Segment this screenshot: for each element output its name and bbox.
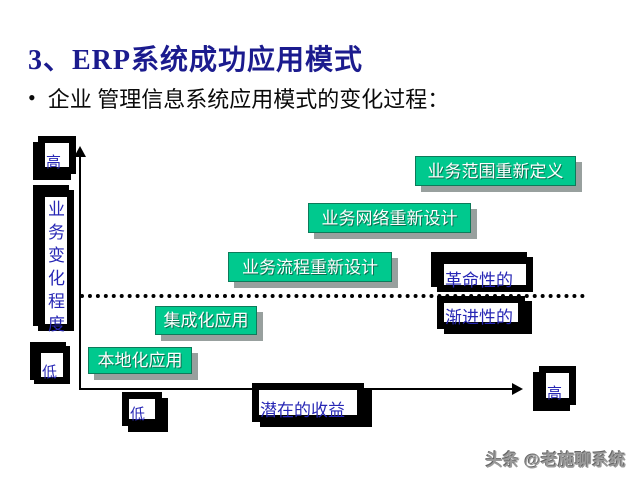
incremental-label-box: 渐进性的 [437, 296, 525, 329]
watermark: 头条 @老施聊系统 [485, 451, 626, 470]
y-axis-low-label: 低 [42, 365, 58, 381]
bullet-text: 企业 管理信息系统应用模式的变化过程： [47, 87, 450, 112]
y-axis-arrow-icon [74, 146, 86, 157]
x-axis-low-label: 低 [130, 407, 146, 423]
y-axis-high-label-box: 高 [38, 136, 76, 174]
stage-label: 集成化应用 [163, 311, 249, 330]
stage-label: 业务网络重新设计 [321, 208, 458, 228]
x-axis-title-box: 潜在的收益 [252, 383, 364, 422]
incremental-label: 渐进性的 [445, 308, 513, 327]
stage-box-scope-redefinition: 业务范围重新定义 [415, 156, 576, 186]
stage-box-localized-application: 本地化应用 [88, 347, 192, 374]
bullet-icon: • [28, 85, 36, 110]
bullet-line: • 企业 管理信息系统应用模式的变化过程： [28, 82, 449, 114]
stage-box-integrated-application: 集成化应用 [155, 306, 257, 335]
x-axis-high-label-box: 高 [539, 366, 576, 405]
x-axis-low-label-box: 低 [122, 392, 162, 426]
y-axis-low-label-box: 低 [34, 346, 70, 384]
x-axis-title: 潜在的收益 [260, 401, 345, 420]
stage-box-network-redesign: 业务网络重新设计 [308, 203, 471, 233]
stage-label: 业务范围重新定义 [427, 161, 564, 181]
y-axis-title: 业 务 变 化 程 度 [48, 200, 65, 334]
x-axis-high-label: 高 [547, 386, 563, 402]
y-axis-line [79, 156, 81, 389]
y-axis-high-label: 高 [46, 155, 62, 171]
x-axis-arrow-icon [512, 383, 523, 395]
stage-label: 业务流程重新设计 [242, 257, 378, 277]
threshold-dotted-line [80, 294, 585, 298]
y-axis-title-box: 业 务 变 化 程 度 [38, 190, 74, 334]
revolutionary-label-box: 革命性的 [437, 257, 533, 292]
stage-label: 本地化应用 [97, 351, 183, 370]
slide-title: 3、ERP系统成功应用模式 [28, 45, 364, 76]
stage-box-process-redesign: 业务流程重新设计 [228, 252, 392, 282]
revolutionary-label: 革命性的 [445, 271, 513, 290]
